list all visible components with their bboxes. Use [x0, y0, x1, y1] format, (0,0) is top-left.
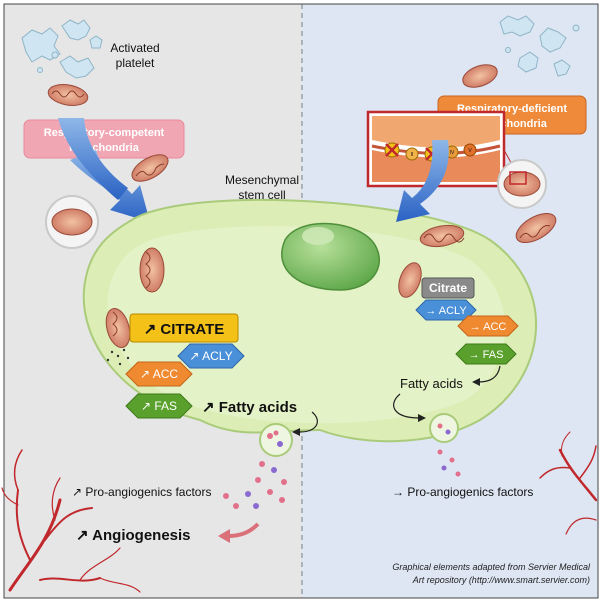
zoom-marker	[509, 171, 527, 185]
citrate-label: ↗ CITRATE	[144, 321, 225, 338]
cell-label-line2: stem cell	[238, 188, 285, 202]
blood-vessel-left-icon	[1, 449, 141, 593]
acly-label: ↗ ACLY	[189, 349, 232, 363]
acc-hexagon-right	[457, 315, 519, 337]
figure-border	[3, 3, 599, 599]
secretion-vesicle-left	[259, 423, 293, 457]
mitochondrion-icon	[105, 307, 131, 349]
mitochondrion-icon	[139, 247, 165, 293]
arrowhead-icon	[418, 414, 426, 422]
pro-angiogenic-left-label: ↗ Pro-angiogenics factors	[72, 485, 211, 499]
fas-to-fatty-arrow	[477, 365, 501, 383]
released-factors-right	[437, 449, 461, 477]
transfer-arrow-left-body	[58, 118, 128, 200]
acly-right-label: → ACLY	[425, 305, 467, 317]
arrowhead-icon	[472, 378, 480, 386]
pro-angiogenic-right-label: → Pro-angiogenics factors	[392, 485, 533, 499]
secretion-arrow-right	[393, 393, 421, 419]
fas-hexagon	[125, 393, 193, 419]
nucleus	[281, 222, 380, 291]
arrowhead-icon	[218, 529, 230, 543]
citrate-box	[129, 313, 239, 343]
mitochondrion-icon	[51, 208, 93, 236]
released-factors-left	[223, 461, 287, 509]
fatty-acids-label: ↗ Fatty acids	[202, 399, 297, 416]
citrate-box-right	[421, 277, 475, 299]
secretion-vesicle-right	[429, 413, 459, 443]
complex-IV: IV	[450, 150, 455, 156]
arrowhead-icon	[292, 428, 300, 436]
complex-II: II	[411, 152, 414, 158]
complex-V: V	[468, 148, 472, 154]
platelet-label-line2: platelet	[116, 56, 155, 70]
activated-platelets	[21, 19, 103, 79]
credit-line1: Graphical elements adapted from Servier …	[392, 562, 591, 572]
fas-right-label: → FAS	[469, 349, 504, 361]
acly-hexagon	[177, 343, 245, 369]
fas-hexagon-right	[455, 343, 517, 365]
blood-vessel-right-icon	[539, 431, 598, 535]
platelet-mitochondrion	[47, 84, 89, 106]
mitochondrion-icon	[462, 64, 498, 88]
fatty-acids-right-label: Fatty acids	[400, 376, 463, 391]
acc-right-label: → ACC	[470, 321, 507, 333]
fas-label: ↗ FAS	[141, 399, 177, 413]
mitochondrion-icon	[131, 154, 169, 182]
mitochondrion-icon	[515, 212, 557, 244]
acc-label: ↗ ACC	[140, 367, 178, 381]
transfer-arrow-right	[396, 140, 449, 222]
angiogenesis-arrow	[227, 522, 260, 538]
platelet-label-line1: Activated	[110, 41, 159, 55]
secretion-arrow-left	[299, 411, 318, 433]
citrate-dots	[106, 348, 130, 366]
cell-label-line1: Mesenchymal	[225, 173, 299, 187]
activated-platelets-right	[499, 15, 580, 77]
angiogenesis-label: ↗ Angiogenesis	[76, 527, 191, 544]
citrate-right-label: Citrate	[429, 281, 467, 295]
mitochondrion-icon	[398, 262, 422, 298]
acc-hexagon	[125, 361, 193, 387]
credit-line2: Art repository (http://www.smart.servier…	[412, 575, 590, 585]
acly-hexagon-right	[415, 299, 477, 321]
mitochondrion-icon	[419, 224, 465, 248]
